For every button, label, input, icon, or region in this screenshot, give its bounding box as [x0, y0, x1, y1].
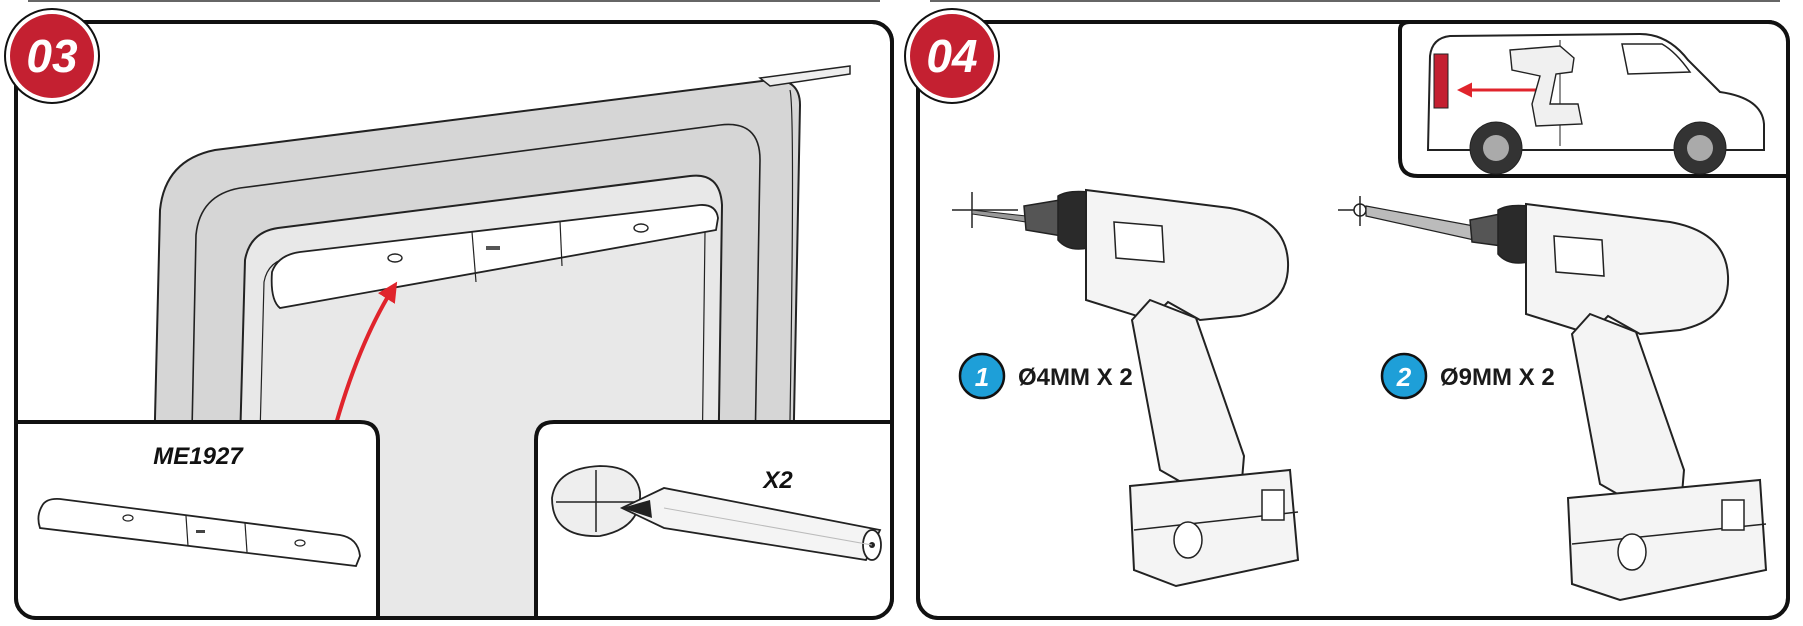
drill-index: 1 — [975, 362, 989, 392]
drill-spec-text: Ø9MM X 2 — [1440, 364, 1555, 391]
drill-index: 2 — [1396, 362, 1412, 392]
inset-van — [1398, 22, 1788, 178]
drill-spec-1: 1 Ø4MM X 2 — [958, 352, 1133, 400]
part-code-label: ME1927 — [153, 443, 244, 470]
mark-count-label: X2 — [761, 467, 793, 494]
drill-1-illustration — [952, 188, 1300, 588]
drill-spec-2: 2 Ø9MM X 2 — [1380, 352, 1555, 400]
pointer-arrow — [334, 281, 398, 425]
trim-strip-part — [37, 497, 361, 567]
drill-spec-text: Ø4MM X 2 — [1018, 364, 1133, 391]
inset-marking: X2 — [534, 420, 892, 618]
step-number: 04 — [926, 30, 977, 82]
inset-part: ME1927 — [16, 420, 380, 618]
step-badge-03: 03 — [4, 8, 100, 104]
step-03-panel: ME1927 X2 — [4, 8, 894, 620]
step-04-panel: 1 Ø4MM X 2 2 Ø9MM X 2 04 — [904, 8, 1790, 620]
step-badge-04: 04 — [904, 8, 1000, 104]
pencil-icon — [619, 487, 882, 561]
step-number: 03 — [26, 30, 78, 82]
drill-2-illustration — [1338, 196, 1768, 602]
van-illustration — [1426, 32, 1765, 175]
